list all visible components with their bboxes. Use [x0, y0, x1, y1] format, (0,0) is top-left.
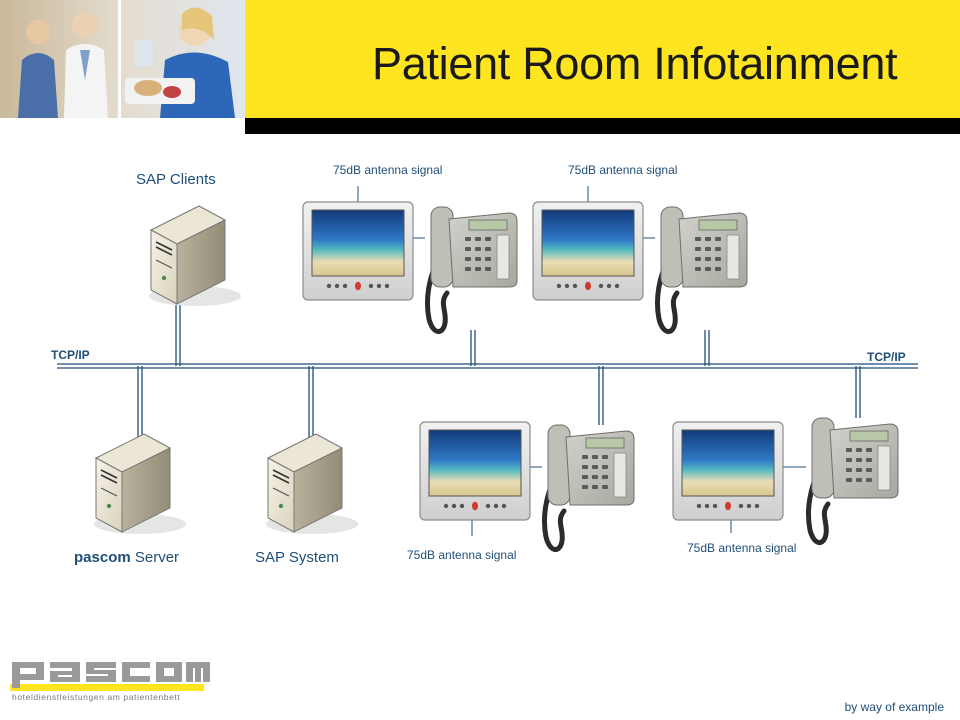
page-title: Patient Room Infotainment — [372, 38, 898, 89]
bedside-terminal-icon — [532, 201, 644, 301]
tcp-ip-label-right: TCP/IP — [867, 350, 906, 364]
server-text: Server — [130, 549, 180, 566]
sap-clients-server-icon — [148, 205, 242, 307]
sap-system-server-icon — [265, 433, 359, 535]
bedside-terminal-icon — [672, 421, 784, 521]
telephone-icon — [657, 207, 747, 332]
pascom-server-icon — [93, 433, 187, 535]
pascom-server-label: pascom Server — [74, 549, 179, 566]
header-banner — [245, 0, 960, 118]
sap-clients-label: SAP Clients — [136, 171, 216, 188]
pascom-logo: hoteldienstleistungen am patientenbett — [10, 658, 210, 702]
sap-system-label: SAP System — [255, 549, 339, 566]
antenna-signal-label: 75dB antenna signal — [333, 163, 443, 177]
header-underline-bar — [245, 118, 960, 134]
tcp-ip-label-left: TCP/IP — [51, 348, 90, 362]
telephone-icon — [427, 207, 517, 332]
telephone-icon — [808, 418, 898, 543]
svg-text:hoteldienstleistungen am patie: hoteldienstleistungen am patientenbett — [12, 692, 180, 702]
antenna-signal-label: 75dB antenna signal — [568, 163, 678, 177]
bedside-terminal-icon — [419, 421, 531, 521]
tcp-ip-bus — [57, 363, 918, 369]
telephone-icon — [544, 425, 634, 550]
antenna-signal-label: 75dB antenna signal — [407, 548, 517, 562]
header-photo — [0, 0, 245, 118]
pascom-brand-text: pascom — [74, 549, 131, 566]
footer-note: by way of example — [844, 700, 944, 714]
bedside-terminal-icon — [302, 201, 414, 301]
antenna-signal-label: 75dB antenna signal — [687, 541, 797, 555]
network-drops — [137, 305, 861, 440]
antenna-leads — [357, 186, 806, 536]
